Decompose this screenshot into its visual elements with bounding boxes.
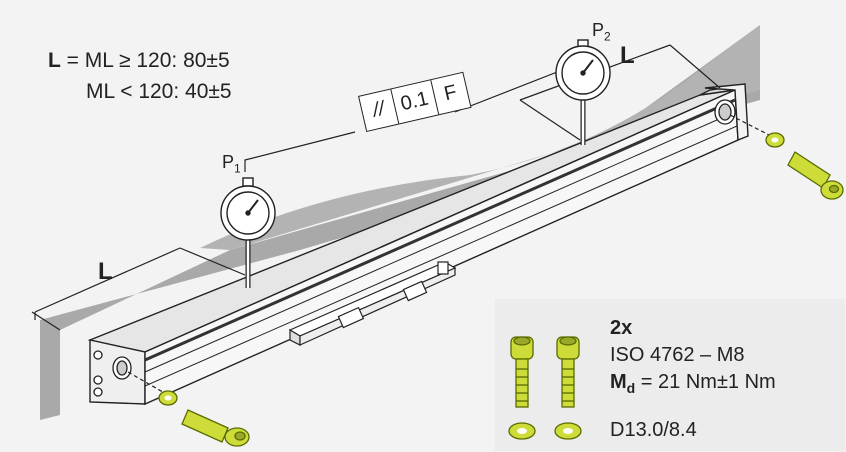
screw-standard: ISO 4762 – M8: [610, 344, 745, 366]
length-formula: L = ML ≥ 120: 80±5 ML < 120: 40±5: [48, 45, 232, 107]
probe-label-p1: P1: [222, 152, 241, 176]
formula-equals: =: [66, 49, 79, 72]
formula-symbol: L: [48, 49, 61, 72]
dial-gauge-p2: [555, 39, 611, 145]
screw-right: [787, 151, 844, 200]
washer-left: [158, 390, 178, 406]
screw-left: [181, 409, 250, 447]
washer-size: D13.0/8.4: [610, 419, 697, 441]
fastener-icons: [508, 336, 582, 440]
formula-line-2: ML < 120: 40±5: [86, 80, 232, 103]
washer-icon: [508, 422, 536, 440]
formula-line-1: ML ≥ 120: 80±5: [84, 49, 230, 72]
fastener-quantity: 2x: [610, 317, 633, 339]
scale-body: [87, 83, 749, 406]
end-block-right: [714, 99, 736, 125]
washer-icon: [554, 422, 582, 440]
screw-icon: [510, 336, 534, 408]
reading-head: [288, 261, 457, 346]
screw-icon: [556, 336, 580, 408]
probe-label-p2: P2: [592, 20, 611, 44]
dimension-label-right: L: [620, 42, 635, 69]
end-block-left: [93, 350, 132, 397]
dial-gauge-p1: [220, 177, 276, 288]
tightening-torque: Md = 21 Nm±1 Nm: [610, 371, 776, 396]
datum-reference: F: [430, 72, 471, 115]
dimension-label-left: L: [98, 258, 113, 285]
fastener-spec-panel: 2x ISO 4762 – M8 Md = 21 Nm±1 Nm D13.0/8…: [495, 299, 845, 451]
washer-right: [765, 132, 785, 148]
